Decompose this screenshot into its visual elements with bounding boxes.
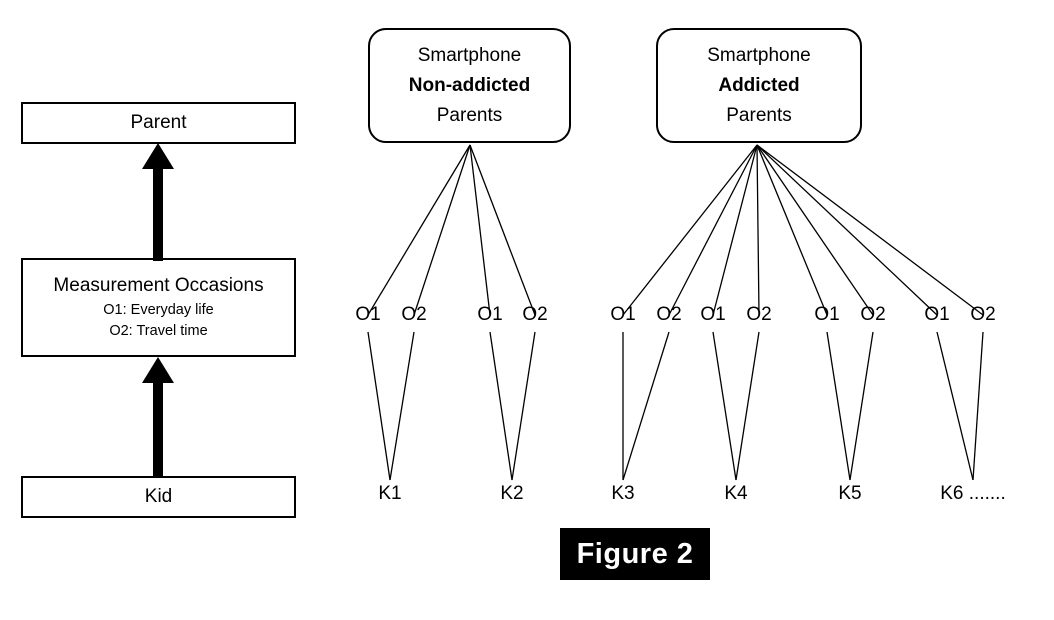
fan-line — [756, 144, 828, 316]
vee-line — [972, 331, 984, 481]
vee-line — [826, 331, 851, 481]
occasion-label-12: O2 — [970, 304, 996, 325]
group-line-smartphone: Smartphone — [707, 44, 811, 66]
group-line-non-addicted: Non-addicted — [408, 74, 531, 96]
fan-line — [622, 144, 758, 316]
fan-line — [712, 144, 758, 316]
smartphone-addicted-parents-box: Smartphone Addicted Parents — [656, 28, 862, 143]
kid-label-1: K1 — [378, 483, 402, 504]
occasion-label-7: O1 — [700, 304, 726, 325]
fan-line — [756, 144, 984, 316]
vee-line — [712, 331, 737, 481]
occasion-to-kid-lines — [367, 331, 984, 481]
kid-label-6: K6 ....... — [940, 483, 1006, 504]
kid-label-5: K5 — [838, 483, 862, 504]
vee-line — [849, 331, 874, 481]
measurement-occasions-level-box: Measurement Occasions O1: Everyday life … — [21, 258, 296, 357]
occasion-label-4: O2 — [522, 304, 548, 325]
vee-line — [936, 331, 974, 481]
kid-to-measurement-arrow — [142, 357, 174, 478]
kid-level-title: Kid — [144, 486, 173, 507]
occasion-label-1: O1 — [355, 304, 381, 325]
fan-line — [756, 144, 760, 316]
smartphone-non-addicted-parents-box: Smartphone Non-addicted Parents — [368, 28, 571, 143]
vee-line — [489, 331, 513, 481]
group-line-parents: Parents — [726, 104, 792, 126]
kid-label-2: K2 — [500, 483, 524, 504]
occasion-label-3: O1 — [477, 304, 503, 325]
occasion-label-9: O1 — [814, 304, 840, 325]
group-line-smartphone: Smartphone — [417, 44, 522, 66]
occasion-legend-o1: O1: Everyday life — [103, 301, 214, 318]
fan-line — [413, 144, 471, 316]
fan-line — [668, 144, 758, 316]
occasion-label-11: O1 — [924, 304, 950, 325]
occasion-label-6: O2 — [656, 304, 682, 325]
vee-line — [511, 331, 536, 481]
fan-line — [756, 144, 938, 316]
parent-to-occasion-lines — [367, 144, 984, 316]
occasion-label-2: O2 — [401, 304, 427, 325]
measurement-to-parent-arrow — [142, 143, 174, 261]
fan-line — [756, 144, 874, 316]
vee-line — [367, 331, 391, 481]
occasion-label-8: O2 — [746, 304, 772, 325]
figure-caption: Figure 2 — [560, 528, 710, 580]
kid-label-4: K4 — [724, 483, 748, 504]
kid-label-3: K3 — [611, 483, 635, 504]
occasion-label-5: O1 — [610, 304, 636, 325]
occasion-legend-o2: O2: Travel time — [109, 322, 208, 339]
fan-line — [469, 144, 491, 316]
parent-level-box: Parent — [21, 102, 296, 144]
parent-level-title: Parent — [130, 112, 187, 133]
measurement-occasions-title: Measurement Occasions — [53, 274, 264, 296]
vee-line — [389, 331, 415, 481]
kid-level-box: Kid — [21, 476, 296, 518]
group-line-parents: Parents — [436, 104, 503, 126]
group-line-addicted: Addicted — [718, 74, 800, 96]
fan-line — [367, 144, 471, 316]
vee-line — [622, 331, 670, 481]
occasion-label-10: O2 — [860, 304, 886, 325]
vee-line — [735, 331, 760, 481]
fan-line — [469, 144, 536, 316]
